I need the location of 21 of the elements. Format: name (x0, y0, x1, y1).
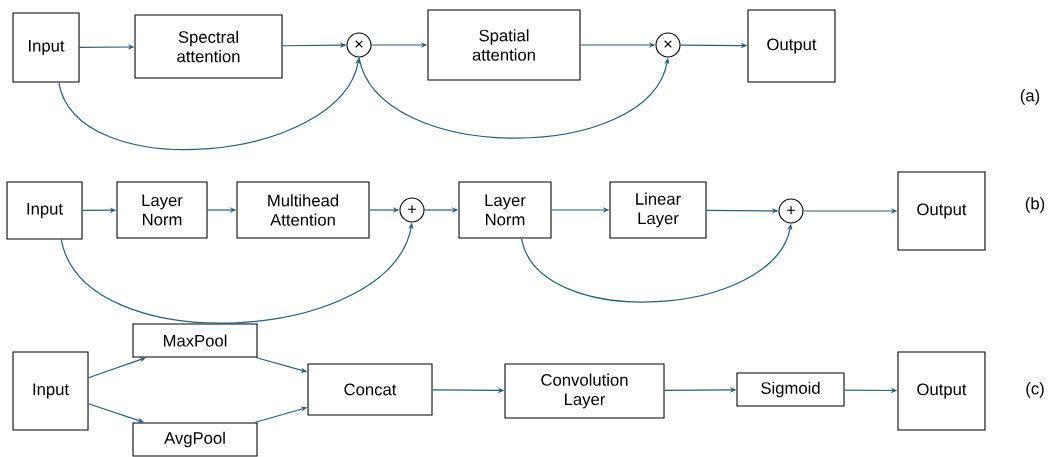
process-box: Multihead Attention (236, 181, 370, 239)
arrow (358, 56, 670, 139)
process-box: Spatial attention (427, 9, 581, 81)
process-box: Sigmoid (736, 372, 845, 407)
process-box: Layer Norm (458, 181, 552, 239)
process-box: Input (12, 12, 80, 83)
process-box: Convolution Layer (504, 363, 665, 419)
process-box: Output (897, 351, 986, 431)
process-box: Layer Norm (116, 181, 208, 239)
process-box: Input (12, 351, 89, 431)
process-box: Concat (307, 363, 433, 416)
process-box: Input (6, 181, 83, 240)
process-box: Output (897, 171, 986, 251)
process-box: Linear Layer (609, 181, 707, 239)
panel-label: (b) (1025, 197, 1045, 213)
process-box: Spectral attention (134, 14, 283, 79)
process-box: Output (747, 9, 836, 83)
process-box: AvgPool (132, 422, 258, 457)
panel-label: (a) (1020, 89, 1040, 105)
panel-label: (c) (1026, 382, 1044, 398)
process-box: MaxPool (132, 323, 258, 358)
